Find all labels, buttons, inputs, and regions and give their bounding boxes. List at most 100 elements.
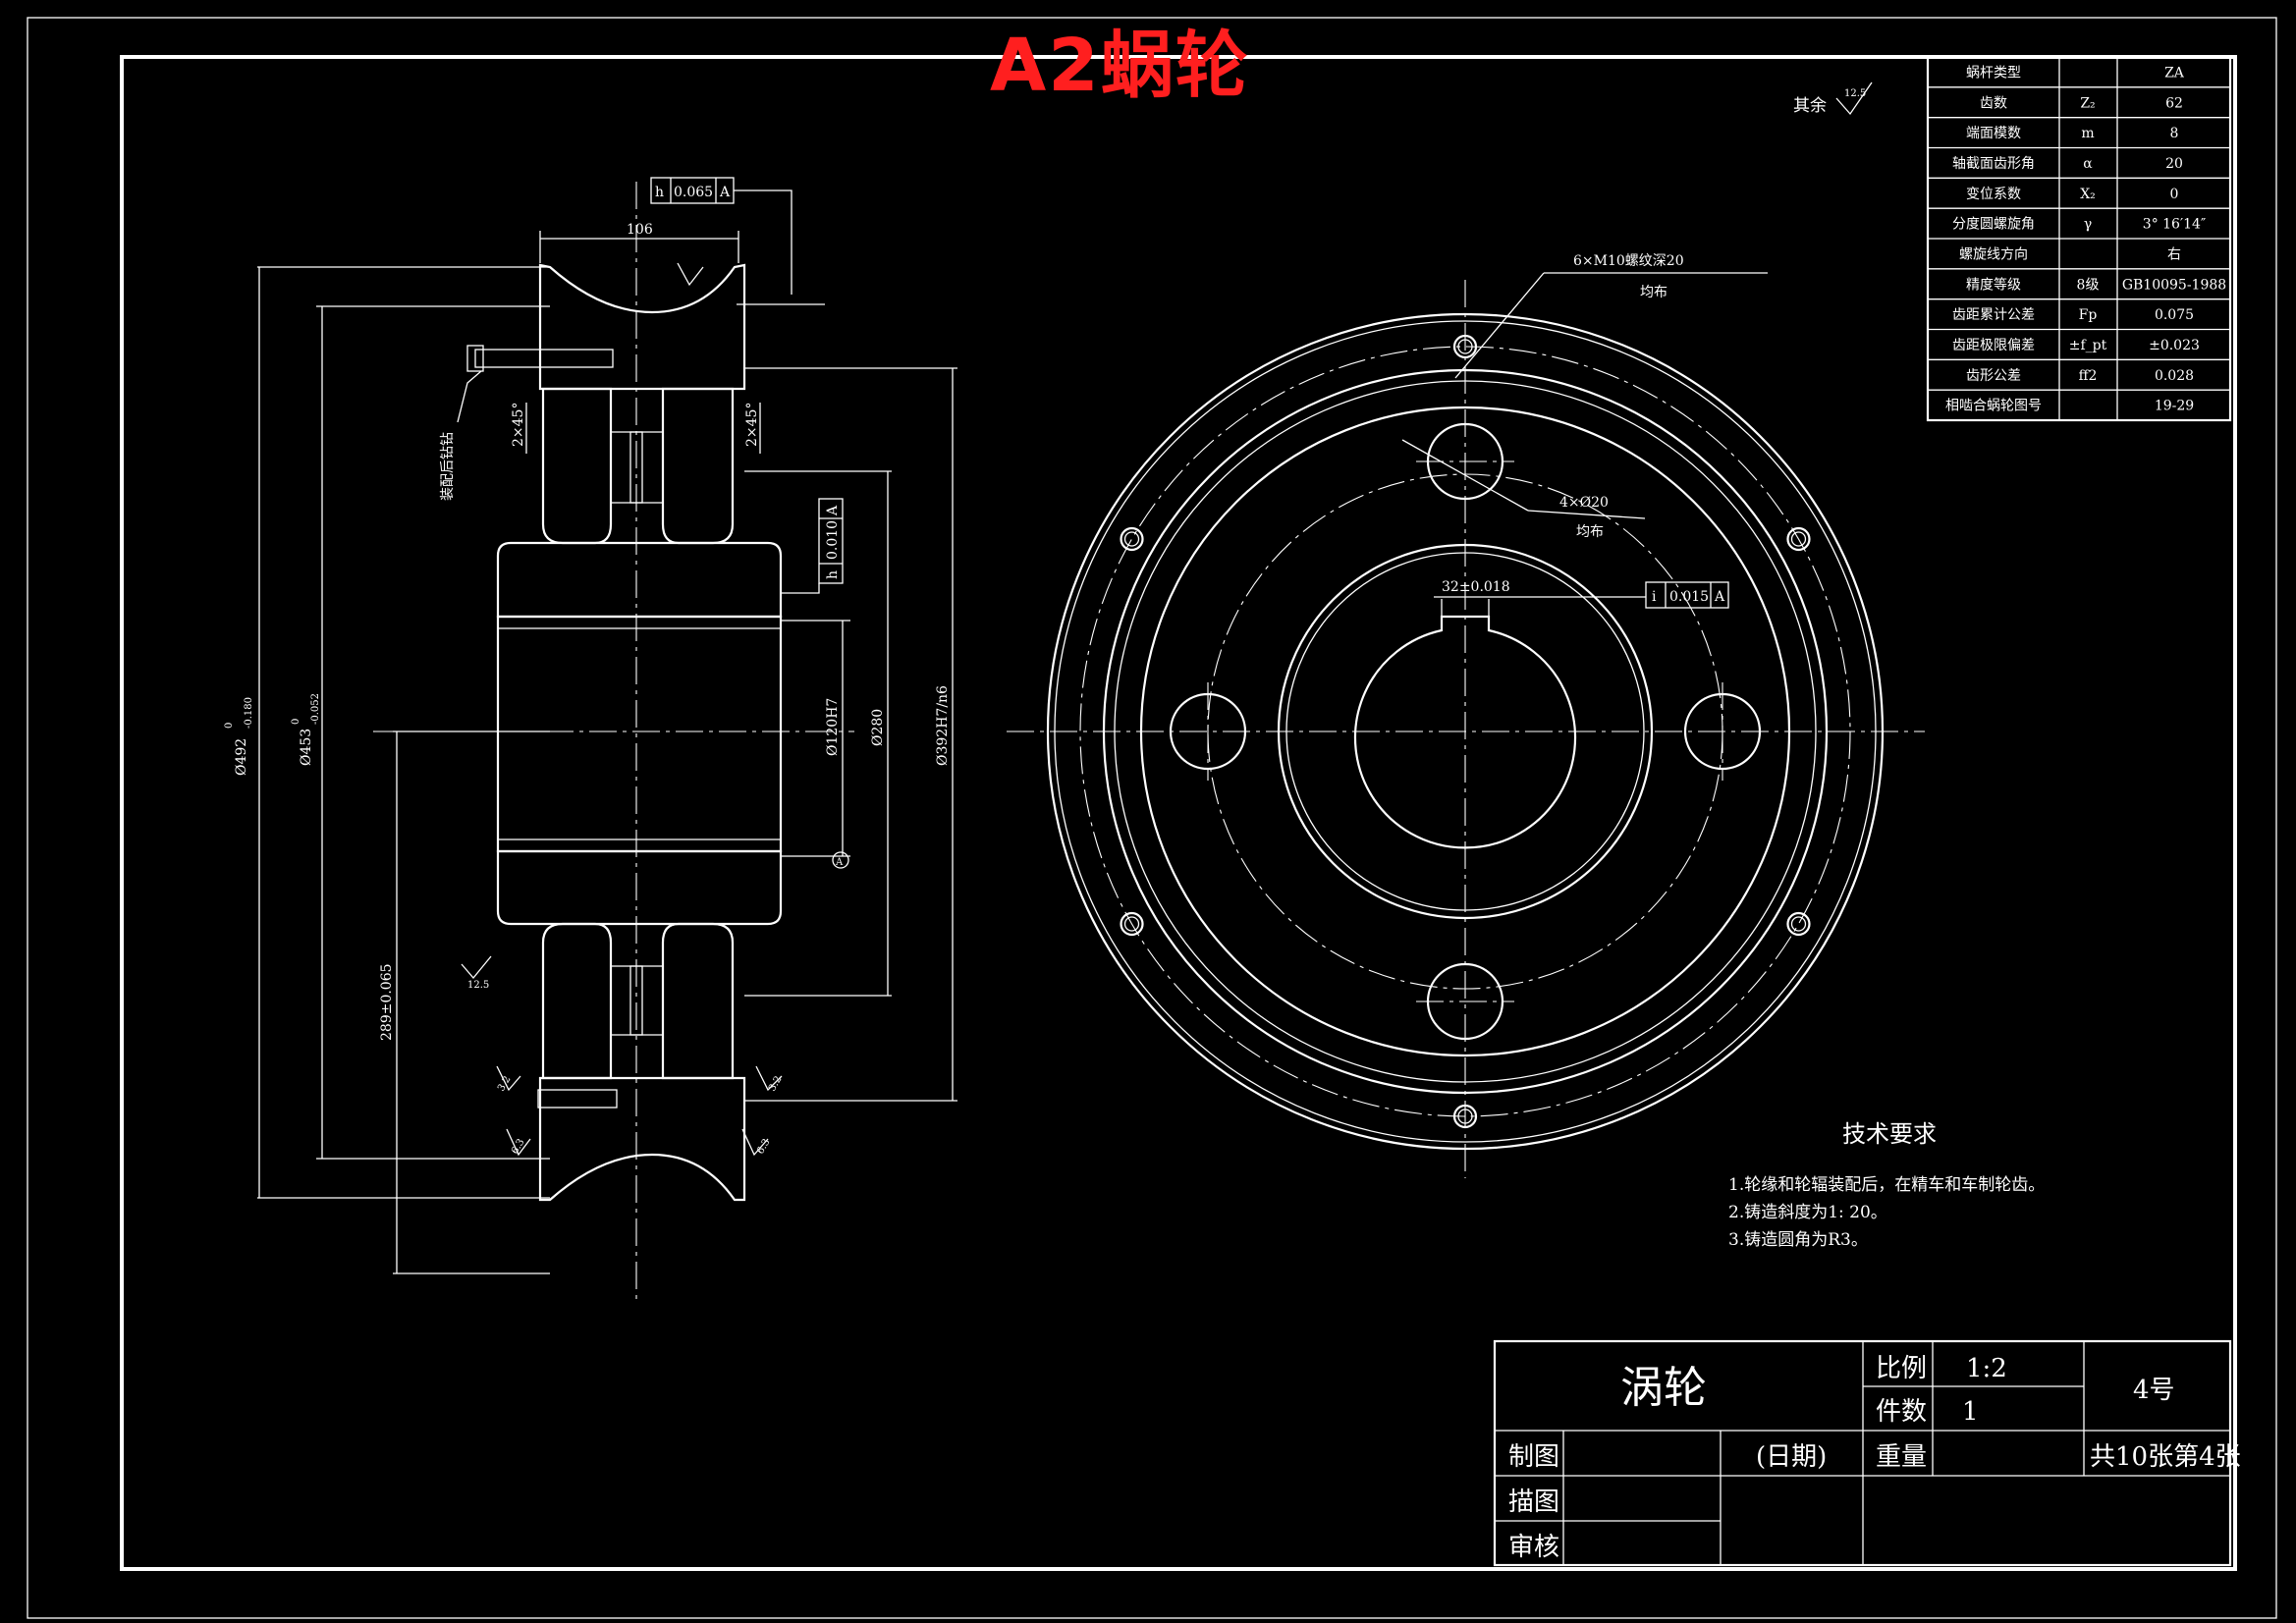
outer-border xyxy=(27,17,2277,1619)
param-value: GB10095-1988 xyxy=(2122,277,2226,293)
param-symbol: X₂ xyxy=(2080,187,2096,202)
tapped-hole xyxy=(1786,911,1811,937)
traced-label: 描图 xyxy=(1508,1488,1559,1517)
tol3-datum: A xyxy=(1714,589,1725,605)
tech-req-item-2: 2.铸造斜度为1: 20。 xyxy=(1728,1203,1887,1222)
dim-pitch-dia-up: 0 xyxy=(291,719,301,725)
param-symbol: Fp xyxy=(2079,307,2098,323)
dim-center: 289±0.065 xyxy=(379,963,395,1041)
param-value: 20 xyxy=(2165,156,2183,172)
scale-label: 比例 xyxy=(1876,1354,1927,1383)
param-name: 变位系数 xyxy=(1966,187,2021,202)
chamfer-right: 2×45° xyxy=(744,403,760,447)
tapped-hole xyxy=(1786,526,1811,552)
param-name: 齿距累计公差 xyxy=(1952,307,2035,323)
param-name: 螺旋线方向 xyxy=(1959,246,2028,262)
sheet-info: 共10张第4张 xyxy=(2090,1442,2241,1472)
param-name: 蜗杆类型 xyxy=(1966,65,2021,81)
param-value: 19-29 xyxy=(2155,399,2194,414)
dim-bore: Ø120H7 xyxy=(825,698,841,756)
param-name: 相啮合蜗轮图号 xyxy=(1945,399,2042,414)
tol1-symbol: h xyxy=(655,185,664,200)
param-symbol: ±f_pt xyxy=(2069,338,2107,353)
param-value: 0.075 xyxy=(2155,307,2194,323)
tol3-value: 0.015 xyxy=(1669,589,1709,605)
dim-pitch-dia-low: -0.052 xyxy=(310,693,321,725)
tolerance-frame-1: h 0.065 A xyxy=(650,177,825,305)
drawn-label: 制图 xyxy=(1508,1442,1559,1472)
tech-req-item-3: 3.铸造圆角为R3。 xyxy=(1728,1230,1868,1250)
dim-tip-dia-up: 0 xyxy=(224,723,235,729)
tol2-datum: A xyxy=(825,505,841,516)
param-value: 8 xyxy=(2170,126,2179,141)
drawing-no: 4号 xyxy=(2133,1376,2175,1405)
title-block: 涡轮 比例 1:2 件数 1 4号 制图 (日期) 重量 共10张第4张 描图 … xyxy=(1493,1339,2241,1567)
param-symbol: α xyxy=(2083,156,2093,172)
param-value: 0 xyxy=(2170,187,2179,202)
param-value: ±0.023 xyxy=(2149,338,2200,353)
tol2-value: 0.010 xyxy=(825,520,841,560)
dim-tip-dia: Ø492 xyxy=(234,738,249,776)
tolerance-frame-2: A 0.010 h xyxy=(781,498,844,594)
tech-requirements: 技术要求 1.轮缘和轮辐装配后，在精车和车制轮齿。 2.铸造斜度为1: 20。 … xyxy=(1728,1120,2045,1250)
roughness-note-value: 12.5 xyxy=(1844,88,1866,99)
param-name: 精度等级 xyxy=(1966,276,2021,293)
tapped-hole xyxy=(1452,334,1478,359)
roughness-note: 其余 12.5 xyxy=(1793,81,1873,116)
param-symbol: 8级 xyxy=(2077,277,2100,293)
qty-label: 件数 xyxy=(1876,1397,1927,1427)
holes-note: 均布 xyxy=(1576,524,1604,540)
dim-rim: Ø392H7/n6 xyxy=(935,685,951,766)
param-symbol: Z₂ xyxy=(2080,95,2095,111)
tolerance-frame-3: i 0.015 A xyxy=(1645,581,1729,609)
dim-hub: Ø280 xyxy=(870,709,886,746)
front-view: 6×M10螺纹深20 均布 4×Ø20 均布 32±0.018 i 0.015 … xyxy=(1007,253,1925,1178)
dim-pitch-dia: Ø453 xyxy=(299,729,314,766)
part-name: 涡轮 xyxy=(1620,1363,1707,1413)
param-symbol: ff2 xyxy=(2079,368,2098,384)
tech-req-heading: 技术要求 xyxy=(1842,1120,1937,1148)
param-symbol: m xyxy=(2081,126,2094,141)
tol1-datum: A xyxy=(719,185,731,200)
tapped-hole xyxy=(1120,526,1144,552)
section-view: 106 h 0.065 A Ø492 0 -0.180 Ø453 0 -0.05… xyxy=(224,177,957,1301)
param-value: 62 xyxy=(2165,95,2183,111)
roughness-2: 3.2 xyxy=(496,1074,513,1093)
roughness-note-label: 其余 xyxy=(1793,96,1827,116)
inner-border xyxy=(120,55,2237,1571)
tapped-holes xyxy=(1120,334,1811,1129)
roughness-3: 3.2 xyxy=(767,1074,784,1093)
weight-label: 重量 xyxy=(1876,1442,1927,1472)
drawing-title: A2蜗轮 xyxy=(990,24,1250,108)
tapped-holes-note: 均布 xyxy=(1640,285,1667,300)
tapped-hole-inner xyxy=(1457,339,1473,354)
tol1-value: 0.065 xyxy=(674,185,713,200)
checked-label: 审核 xyxy=(1508,1533,1559,1562)
dim-width: 106 xyxy=(627,222,653,238)
date-label: (日期) xyxy=(1756,1442,1827,1472)
param-value: 右 xyxy=(2167,246,2181,262)
param-name: 齿距极限偏差 xyxy=(1952,338,2035,353)
tapped-hole-inner xyxy=(1123,916,1140,932)
param-name: 分度圆螺旋角 xyxy=(1952,217,2035,233)
tapped-hole xyxy=(1452,1104,1478,1129)
dim-tip-dia-low: -0.180 xyxy=(244,697,254,729)
tapped-hole xyxy=(1120,911,1144,937)
param-value: 0.028 xyxy=(2155,368,2194,384)
keyway-dim: 32±0.018 xyxy=(1442,579,1510,595)
param-name: 齿形公差 xyxy=(1966,368,2021,384)
tech-req-item-1: 1.轮缘和轮辐装配后，在精车和车制轮齿。 xyxy=(1728,1175,2045,1195)
assembly-note: 装配后钻钻 xyxy=(440,432,456,501)
chamfer-left: 2×45° xyxy=(511,403,526,447)
tapped-hole-inner xyxy=(1790,916,1807,932)
tapped-hole-inner xyxy=(1123,531,1140,547)
param-symbol: γ xyxy=(2084,217,2092,233)
roughness-marks: 12.5 3.2 3.2 6.3 6.3 xyxy=(461,262,785,1157)
tapped-hole-inner xyxy=(1790,531,1807,547)
tapped-hole-inner xyxy=(1457,1109,1473,1124)
tol3-symbol: i xyxy=(1652,589,1657,605)
roughness-5: 6.3 xyxy=(755,1137,772,1156)
param-name: 端面模数 xyxy=(1966,126,2021,141)
tol2-symbol: h xyxy=(825,570,841,579)
